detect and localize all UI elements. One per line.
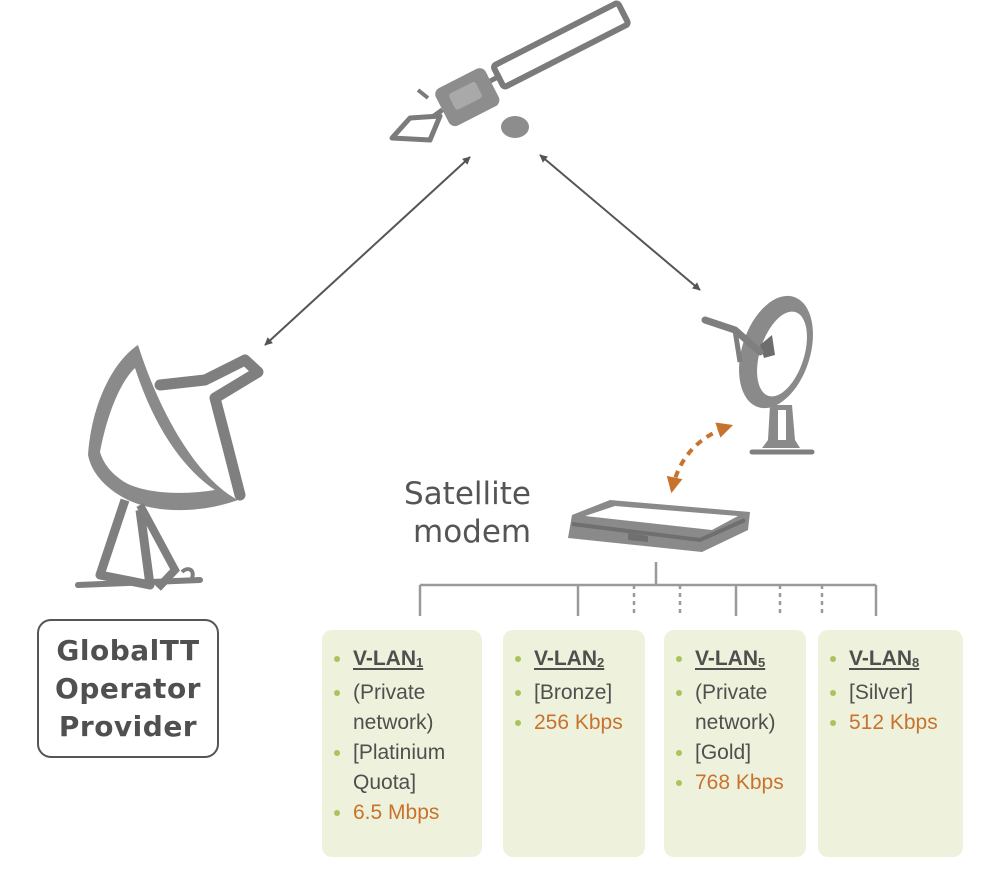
vlan-tier: [Gold] xyxy=(676,738,806,768)
bullet-icon xyxy=(676,656,682,662)
bullet-icon xyxy=(515,656,521,662)
vlan-title: V-LAN2 xyxy=(515,644,645,678)
user-dish-icon xyxy=(701,295,815,455)
vlan-tier: [Silver] xyxy=(830,678,963,708)
bullet-icon xyxy=(334,656,340,662)
modem-icon xyxy=(568,500,750,552)
vlan-title: V-LAN1 xyxy=(334,644,482,678)
vlan-card-2: V-LAN2 [Bronze] 256 Kbps xyxy=(503,630,645,857)
bullet-icon xyxy=(334,690,340,696)
vlan-name: V-LAN xyxy=(849,647,912,670)
vlan-name: V-LAN xyxy=(695,647,758,670)
distribution-tree xyxy=(418,562,878,616)
bullet-icon xyxy=(334,810,340,816)
vlan-name: V-LAN xyxy=(353,647,416,670)
provider-line-1: GlobalTT xyxy=(56,633,200,667)
vlan-title: V-LAN8 xyxy=(830,644,963,678)
vlan-desc-line: network) xyxy=(353,711,434,734)
vlan-speed: 6.5 Mbps xyxy=(334,798,482,828)
provider-line-3: Provider xyxy=(58,709,198,743)
vlan-tier-line: Quota] xyxy=(353,771,417,794)
vlan-desc-line: (Private xyxy=(353,681,426,704)
vlan-desc: (Private network) xyxy=(676,678,806,738)
bullet-icon xyxy=(334,750,340,756)
modem-dish-link xyxy=(666,422,734,494)
vlan-name: V-LAN xyxy=(534,647,597,670)
vlan-card-5: V-LAN5 (Private network) [Gold] 768 Kbps xyxy=(664,630,806,857)
vlan-number: 1 xyxy=(416,655,424,670)
bullet-icon xyxy=(515,690,521,696)
provider-box: GlobalTT Operator Provider xyxy=(37,619,219,758)
bullet-icon xyxy=(830,690,836,696)
vlan-title: V-LAN5 xyxy=(676,644,806,678)
vlan-desc-line: network) xyxy=(695,711,776,734)
vlan-speed: 512 Kbps xyxy=(830,708,963,738)
provider-line-2: Operator xyxy=(55,671,201,705)
bullet-icon xyxy=(830,720,836,726)
uplink-arrow xyxy=(264,156,471,346)
vlan-number: 2 xyxy=(597,655,605,670)
modem-label-line-1: Satellite xyxy=(404,476,531,512)
vlan-speed: 256 Kbps xyxy=(515,708,645,738)
bullet-icon xyxy=(515,720,521,726)
vlan-number: 8 xyxy=(912,655,920,670)
bullet-icon xyxy=(676,750,682,756)
vlan-card-8: V-LAN8 [Silver] 512 Kbps xyxy=(818,630,963,857)
vlan-desc-line: (Private xyxy=(695,681,768,704)
modem-label-line-2: modem xyxy=(413,514,532,550)
vlan-desc: (Private network) xyxy=(334,678,482,738)
vlan-tier: [Bronze] xyxy=(515,678,645,708)
downlink-arrow xyxy=(539,154,701,291)
bullet-icon xyxy=(830,656,836,662)
bullet-icon xyxy=(676,780,682,786)
modem-label: Satellite modem xyxy=(404,475,554,551)
satellite-icon xyxy=(389,0,631,143)
ground-dish-icon xyxy=(75,345,264,591)
vlan-number: 5 xyxy=(758,655,766,670)
vlan-speed: 768 Kbps xyxy=(676,768,806,798)
vlan-tier-line: [Platinium xyxy=(353,741,446,764)
bullet-icon xyxy=(676,690,682,696)
